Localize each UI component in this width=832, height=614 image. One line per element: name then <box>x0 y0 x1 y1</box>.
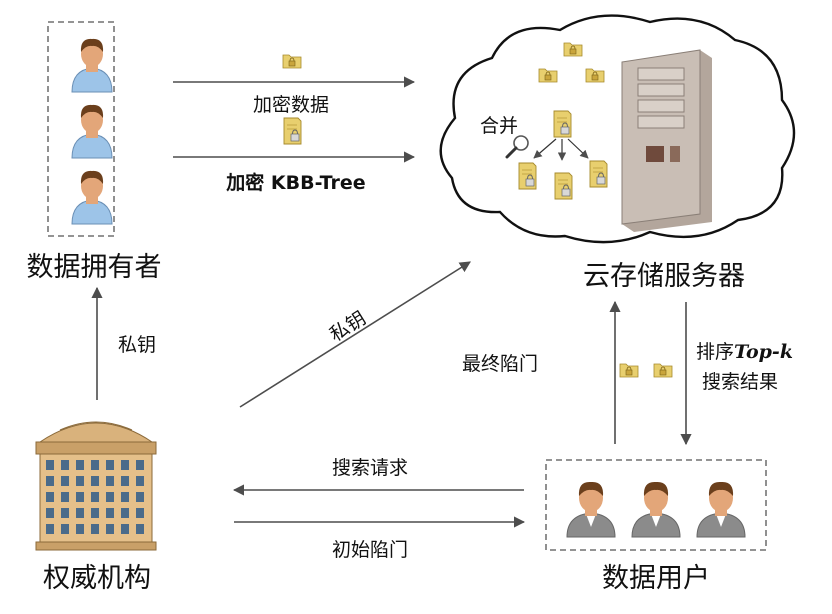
index-root-doc-icon <box>553 110 572 138</box>
building-window <box>61 524 69 534</box>
building-window <box>76 508 84 518</box>
final-trapdoor-label: 最终陷门 <box>462 353 538 375</box>
tree-edge <box>567 138 589 159</box>
private-key-owner-label: 私钥 <box>118 334 156 356</box>
initial-trapdoor-label: 初始陷门 <box>332 539 408 561</box>
building-window <box>136 460 144 470</box>
topk-em: Top-k <box>734 341 793 363</box>
index-leaf-doc-icon <box>518 162 537 190</box>
server-icon <box>621 49 712 232</box>
data-user-label: 数据用户 <box>602 563 710 594</box>
building-window <box>61 508 69 518</box>
building-window <box>61 460 69 470</box>
index-leaf-doc-icon <box>554 172 573 200</box>
building-window <box>106 508 114 518</box>
encrypted-data-label: 加密数据 <box>253 94 329 116</box>
data-owner-label: 数据拥有者 <box>27 252 162 283</box>
building-windows <box>46 460 144 534</box>
building-window <box>121 524 129 534</box>
authority-label: 权威机构 <box>43 563 151 594</box>
building-window <box>91 492 99 502</box>
building-window <box>46 460 54 470</box>
building-window <box>136 524 144 534</box>
search-request-label: 搜索请求 <box>332 457 408 479</box>
building-window <box>46 492 54 502</box>
data-owner-person-icon <box>71 104 113 159</box>
building-window <box>106 492 114 502</box>
index-leaf-doc-icon <box>589 160 608 188</box>
building-window <box>46 476 54 486</box>
building-window <box>106 524 114 534</box>
building-window <box>91 460 99 470</box>
building-window <box>121 476 129 486</box>
building-window <box>91 508 99 518</box>
building-window <box>76 460 84 470</box>
private-key-cloud-arrow <box>239 261 471 408</box>
data-user-person-icon <box>696 481 746 538</box>
building-window <box>61 476 69 486</box>
merge-label: 合并 <box>480 115 518 137</box>
building-window <box>61 492 69 502</box>
data-owner-box <box>47 21 115 237</box>
magnifier-icon <box>505 135 529 159</box>
building-window <box>106 460 114 470</box>
data-owner-person-icon <box>71 170 113 225</box>
building-window <box>121 508 129 518</box>
building-window <box>106 476 114 486</box>
encrypted-folder-icon <box>282 54 302 69</box>
encrypted-folder-icon <box>585 68 605 83</box>
building-window <box>121 492 129 502</box>
data-owner-person-icon <box>71 38 113 93</box>
building-window <box>76 476 84 486</box>
encrypted-index-label: 加密 KBB-Tree <box>225 171 365 194</box>
building-window <box>91 524 99 534</box>
building-window <box>91 476 99 486</box>
encrypted-folder-icon <box>563 42 583 57</box>
building-window <box>76 492 84 502</box>
private-key-cloud-label: 私钥 <box>326 307 370 346</box>
result-folder-icon <box>653 363 673 378</box>
building-window <box>136 508 144 518</box>
building-window <box>136 476 144 486</box>
building-window <box>46 508 54 518</box>
building-window <box>76 524 84 534</box>
cloud-server-label: 云存储服务器 <box>583 261 745 292</box>
result-folder-icon <box>619 363 639 378</box>
data-user-person-icon <box>631 481 681 538</box>
data-user-person-icon <box>566 481 616 538</box>
encrypted-folder-icon <box>538 68 558 83</box>
data-user-box <box>545 459 767 551</box>
building-window <box>121 460 129 470</box>
encrypted-index-doc-icon <box>283 117 302 145</box>
topk-results-label-line2: 搜索结果 <box>702 371 778 393</box>
tree-edge <box>533 138 557 159</box>
building-window <box>46 524 54 534</box>
building-window <box>136 492 144 502</box>
topk-prefix: 排序 <box>696 341 734 363</box>
topk-results-label-line1: 排序Top-k <box>696 341 793 363</box>
